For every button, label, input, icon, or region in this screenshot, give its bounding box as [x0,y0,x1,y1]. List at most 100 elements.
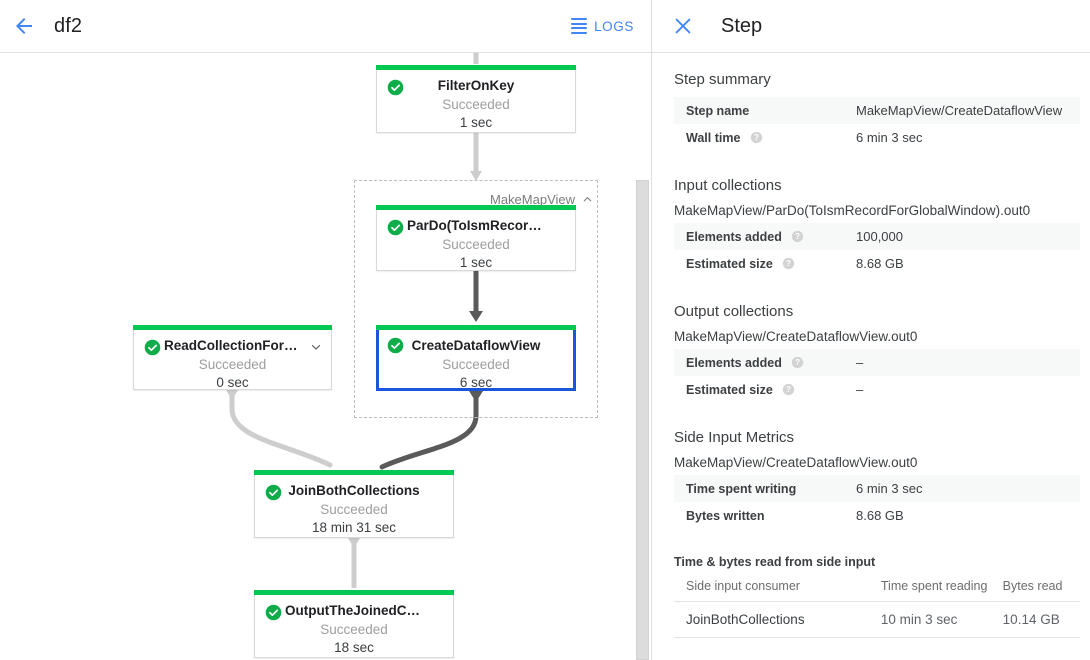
cell-bytes-read: 10.14 GB [990,601,1080,638]
table-row: Wall time ? 6 min 3 sec [674,124,1080,151]
row-value: 8.68 GB [856,508,904,523]
node-time: 0 sec [216,375,249,390]
group-label-makemapview[interactable]: MakeMapView [490,192,594,207]
svg-text:?: ? [754,133,759,142]
group-label-text: MakeMapView [490,192,576,207]
side-input-metrics-table: Time spent writing 6 min 3 sec Bytes wri… [674,475,1080,529]
logs-button[interactable]: LOGS [571,18,634,34]
logs-button-label: LOGS [594,18,634,34]
cell-consumer: JoinBothCollections [674,601,869,638]
step-details-panel: Step Step summary Step name MakeMapView/… [652,0,1090,660]
help-icon[interactable]: ? [791,356,804,369]
column-header-bytes-read[interactable]: Bytes read [990,575,1080,602]
check-circle-icon [265,604,282,621]
check-circle-icon [387,79,404,96]
row-value: MakeMapView/CreateDataflowView [856,103,1063,118]
table-row: Time spent writing 6 min 3 sec [674,475,1080,502]
node-status: Succeeded [320,622,388,637]
row-key: Bytes written [686,508,765,523]
section-title-step-summary: Step summary [674,71,771,88]
node-time: 18 sec [334,640,374,655]
node-name: FilterOnKey [437,78,515,93]
node-status-bar [376,205,576,210]
row-key: Time spent writing [686,481,797,496]
node-time: 1 sec [459,115,493,130]
table-row: Step name MakeMapView/CreateDataflowView [674,97,1080,124]
job-graph-pane: df2 LOGS [0,0,652,660]
close-icon[interactable] [672,15,694,37]
node-status-bar [376,65,576,70]
table-row: Estimated size ? – [674,376,1080,403]
section-title-side-input-reads: Time & bytes read from side input [674,555,876,569]
side-input-reads-table: Side input consumer Time spent reading B… [674,575,1080,638]
row-value: 6 min 3 sec [856,481,923,496]
graph-node-pardo-to-ism-record[interactable]: ParDo(ToIsmRecordFor… Succeeded 1 sec [376,205,576,271]
row-key: Elements added ? [674,349,844,376]
side-input-collection-name: MakeMapView/CreateDataflowView.out0 [674,455,918,470]
output-collections-table: Elements added ? – Estimated size ? [674,349,1080,403]
node-time: 18 min 31 sec [311,520,397,535]
row-key: Estimated size ? [674,250,844,277]
graph-node-read-collection-for-join[interactable]: ReadCollectionForJoin Succeeded 0 sec [133,325,332,390]
node-status-bar [254,590,454,595]
svg-text:?: ? [795,358,800,367]
row-key: Elements added ? [674,223,844,250]
node-name: JoinBothCollections [288,483,420,498]
help-icon[interactable]: ? [782,257,795,270]
node-status: Succeeded [198,357,267,372]
check-circle-icon [265,484,282,501]
row-value: 8.68 GB [856,256,904,271]
node-status: Succeeded [442,237,510,252]
group-box-makemapview [354,180,598,418]
graph-node-filter-on-key[interactable]: FilterOnKey Succeeded 1 sec [376,65,576,133]
step-panel-header: Step [652,0,1090,53]
node-status-bar [133,325,332,330]
job-header: df2 LOGS [0,0,651,53]
column-header-time-spent-reading[interactable]: Time spent reading [868,575,991,602]
graph-vertical-scrollbar[interactable] [636,53,649,660]
input-collections-table: Elements added ? 100,000 Estimated size … [674,223,1080,277]
row-value: 6 min 3 sec [856,130,923,145]
help-icon[interactable]: ? [750,131,763,144]
node-status-bar [376,325,576,330]
row-key: Estimated size ? [674,376,844,403]
node-status-bar [254,470,454,475]
help-icon[interactable]: ? [782,383,795,396]
section-title-side-input-metrics: Side Input Metrics [674,429,795,446]
row-value: – [856,382,864,397]
table-row[interactable]: JoinBothCollections 10 min 3 sec 10.14 G… [674,601,1080,638]
table-row: Estimated size ? 8.68 GB [674,250,1080,277]
svg-text:?: ? [786,385,791,394]
step-summary-table: Step name MakeMapView/CreateDataflowView… [674,97,1080,151]
graph-node-output-the-joined-collection[interactable]: OutputTheJoinedCollec… Succeeded 18 sec [254,590,454,658]
arrow-left-icon[interactable] [12,14,36,38]
table-row: Bytes written 8.68 GB [674,502,1080,529]
row-key: Step name [686,103,750,118]
graph-canvas[interactable]: MakeMapView FilterOnKey Succeeded 1 sec [0,53,651,660]
section-title-output-collections: Output collections [674,303,794,320]
column-header-consumer[interactable]: Side input consumer [674,575,869,602]
check-circle-icon [144,339,161,356]
chevron-up-icon[interactable] [581,193,594,206]
check-circle-icon [387,337,404,354]
node-name: ReadCollectionForJoin [164,338,312,353]
graph-node-join-both-collections[interactable]: JoinBothCollections Succeeded 18 min 31 … [254,470,454,538]
table-row: Elements added ? – [674,349,1080,376]
section-title-input-collections: Input collections [674,177,782,194]
help-icon[interactable]: ? [791,230,804,243]
check-circle-icon [387,219,404,236]
node-time: 6 sec [459,375,493,390]
node-name: CreateDataflowView [411,338,541,353]
input-collection-name: MakeMapView/ParDo(ToIsmRecordForGlobalWi… [674,203,1031,218]
page-title: df2 [54,14,83,37]
node-status: Succeeded [442,97,510,112]
chevron-down-icon[interactable] [309,340,323,354]
row-key: Wall time ? [674,124,844,151]
graph-scrollbar-thumb[interactable] [636,180,649,660]
graph-node-create-dataflow-view[interactable]: CreateDataflowView Succeeded 6 sec [376,325,576,391]
node-status: Succeeded [442,357,510,372]
node-name: ParDo(ToIsmRecordFor… [407,218,572,233]
node-status: Succeeded [320,502,388,517]
output-collection-name: MakeMapView/CreateDataflowView.out0 [674,329,918,344]
logs-lines-icon [571,18,588,34]
